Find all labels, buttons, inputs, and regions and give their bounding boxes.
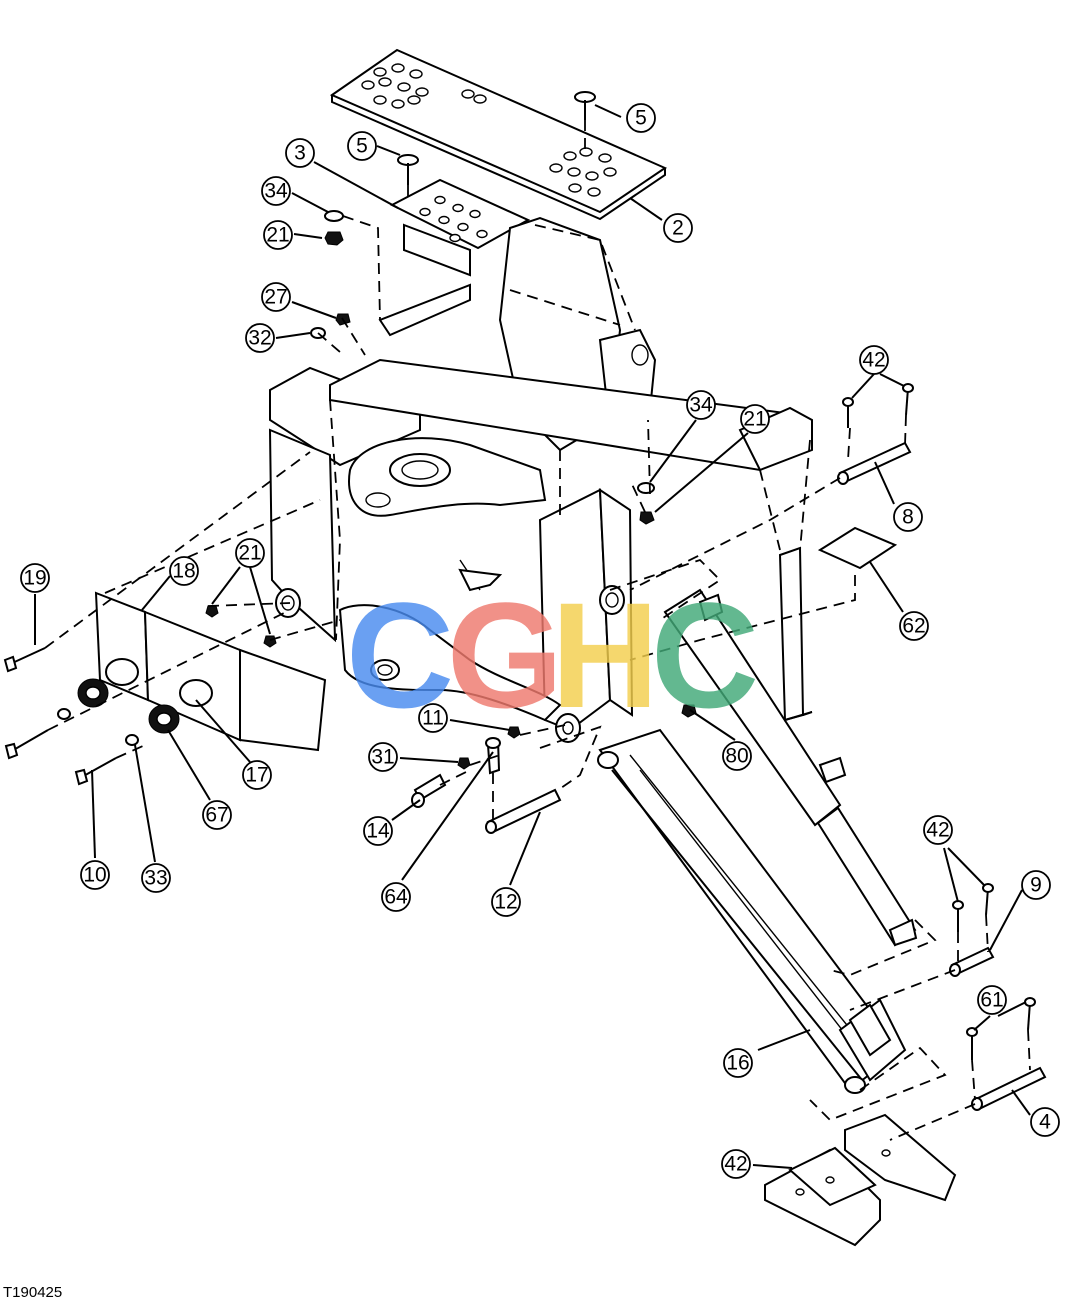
svg-text:19: 19 [23,567,46,590]
callout-5-top[interactable]: 5 [626,103,656,133]
svg-text:12: 12 [494,891,517,914]
svg-text:31: 31 [371,746,394,769]
callout-10[interactable]: 10 [80,860,110,890]
svg-text:42: 42 [926,819,949,842]
callout-21-top[interactable]: 21 [263,220,293,250]
pad-plate [817,526,898,570]
watermark-letter-h: H [551,571,659,739]
callout-14[interactable]: 14 [363,816,393,846]
callout-42-bottom[interactable]: 61 [977,985,1007,1015]
svg-text:4: 4 [1039,1111,1051,1134]
callout-21-left[interactable]: 21 [235,538,265,568]
svg-text:2: 2 [672,217,684,240]
watermark-letter-g: G [447,571,564,739]
pin-4 [971,1066,1047,1111]
svg-text:3: 3 [294,142,306,165]
hardware-left-assembly [3,591,327,786]
callout-16[interactable]: 16 [723,1048,753,1078]
svg-text:34: 34 [689,394,713,417]
callout-2[interactable]: 2 [663,213,693,243]
svg-text:16: 16 [726,1052,749,1075]
callouts: 5 5 3 34 21 2 27 32 42 34 21 8 62 19 18 … [20,103,1060,1179]
right-bracket [778,546,813,722]
callout-42-mid[interactable]: 42 [923,815,953,845]
svg-text:17: 17 [245,764,268,787]
callout-34-right[interactable]: 34 [686,390,716,420]
svg-text:11: 11 [422,707,444,730]
figure-id: T190425 [3,1284,63,1301]
callout-18[interactable]: 18 [169,556,199,586]
leader-lines [34,104,1031,1169]
svg-text:61: 61 [980,989,1003,1012]
svg-text:21: 21 [266,224,289,247]
callout-11[interactable]: 11 [418,703,448,733]
watermark: C G H C [346,571,759,739]
watermark-letter-c2: C [651,571,759,739]
svg-text:21: 21 [238,542,261,565]
callout-4[interactable]: 4 [1030,1107,1060,1137]
svg-text:8: 8 [902,506,914,529]
callout-3[interactable]: 3 [285,138,315,168]
callout-80[interactable]: 80 [722,741,752,771]
callout-17[interactable]: 17 [242,760,272,790]
svg-text:14: 14 [366,820,390,843]
svg-text:9: 9 [1030,874,1042,897]
callout-62[interactable]: 62 [899,611,929,641]
svg-text:10: 10 [83,864,106,887]
small-step-plate [389,178,531,277]
callout-32[interactable]: 32 [245,323,275,353]
svg-text:33: 33 [144,867,167,890]
hardware-27-32 [310,313,351,339]
svg-text:18: 18 [172,560,195,583]
callout-31[interactable]: 31 [368,742,398,772]
main-frame [268,216,813,743]
svg-text:32: 32 [248,327,271,350]
svg-text:34: 34 [264,180,288,203]
pin-9 [949,946,995,977]
callout-64[interactable]: 64 [381,882,411,912]
bolt-5-top [574,91,596,120]
svg-text:80: 80 [725,745,748,768]
svg-text:62: 62 [902,615,925,638]
bolt-5-left [397,154,419,185]
callout-5-left[interactable]: 5 [347,131,377,161]
hardware-center [411,704,697,808]
svg-text:5: 5 [635,107,647,130]
hardware-34-21-top [324,210,344,246]
callout-61[interactable]: 42 [721,1149,751,1179]
svg-text:27: 27 [264,286,287,309]
callout-67[interactable]: 67 [202,800,232,830]
svg-text:64: 64 [384,886,408,909]
svg-text:42: 42 [724,1153,747,1176]
callout-42-top[interactable]: 42 [859,345,889,375]
callout-8[interactable]: 8 [893,502,923,532]
top-step-plate [329,48,668,221]
callout-19[interactable]: 19 [20,563,50,593]
svg-text:67: 67 [205,804,228,827]
callout-33[interactable]: 33 [141,863,171,893]
boom-arm [597,588,918,1094]
callout-34-top[interactable]: 34 [261,176,291,206]
pin-12 [485,788,562,834]
assembly-lines [44,120,1031,1141]
svg-text:42: 42 [862,349,885,372]
callout-21-right[interactable]: 21 [740,404,770,434]
capscrews-42 [842,383,1036,1060]
stabilizer-shoe [764,1113,957,1247]
svg-text:5: 5 [356,135,368,158]
callout-27[interactable]: 27 [261,282,291,312]
svg-text:21: 21 [743,408,766,431]
callout-9[interactable]: 9 [1021,870,1051,900]
callout-12[interactable]: 12 [491,887,521,917]
